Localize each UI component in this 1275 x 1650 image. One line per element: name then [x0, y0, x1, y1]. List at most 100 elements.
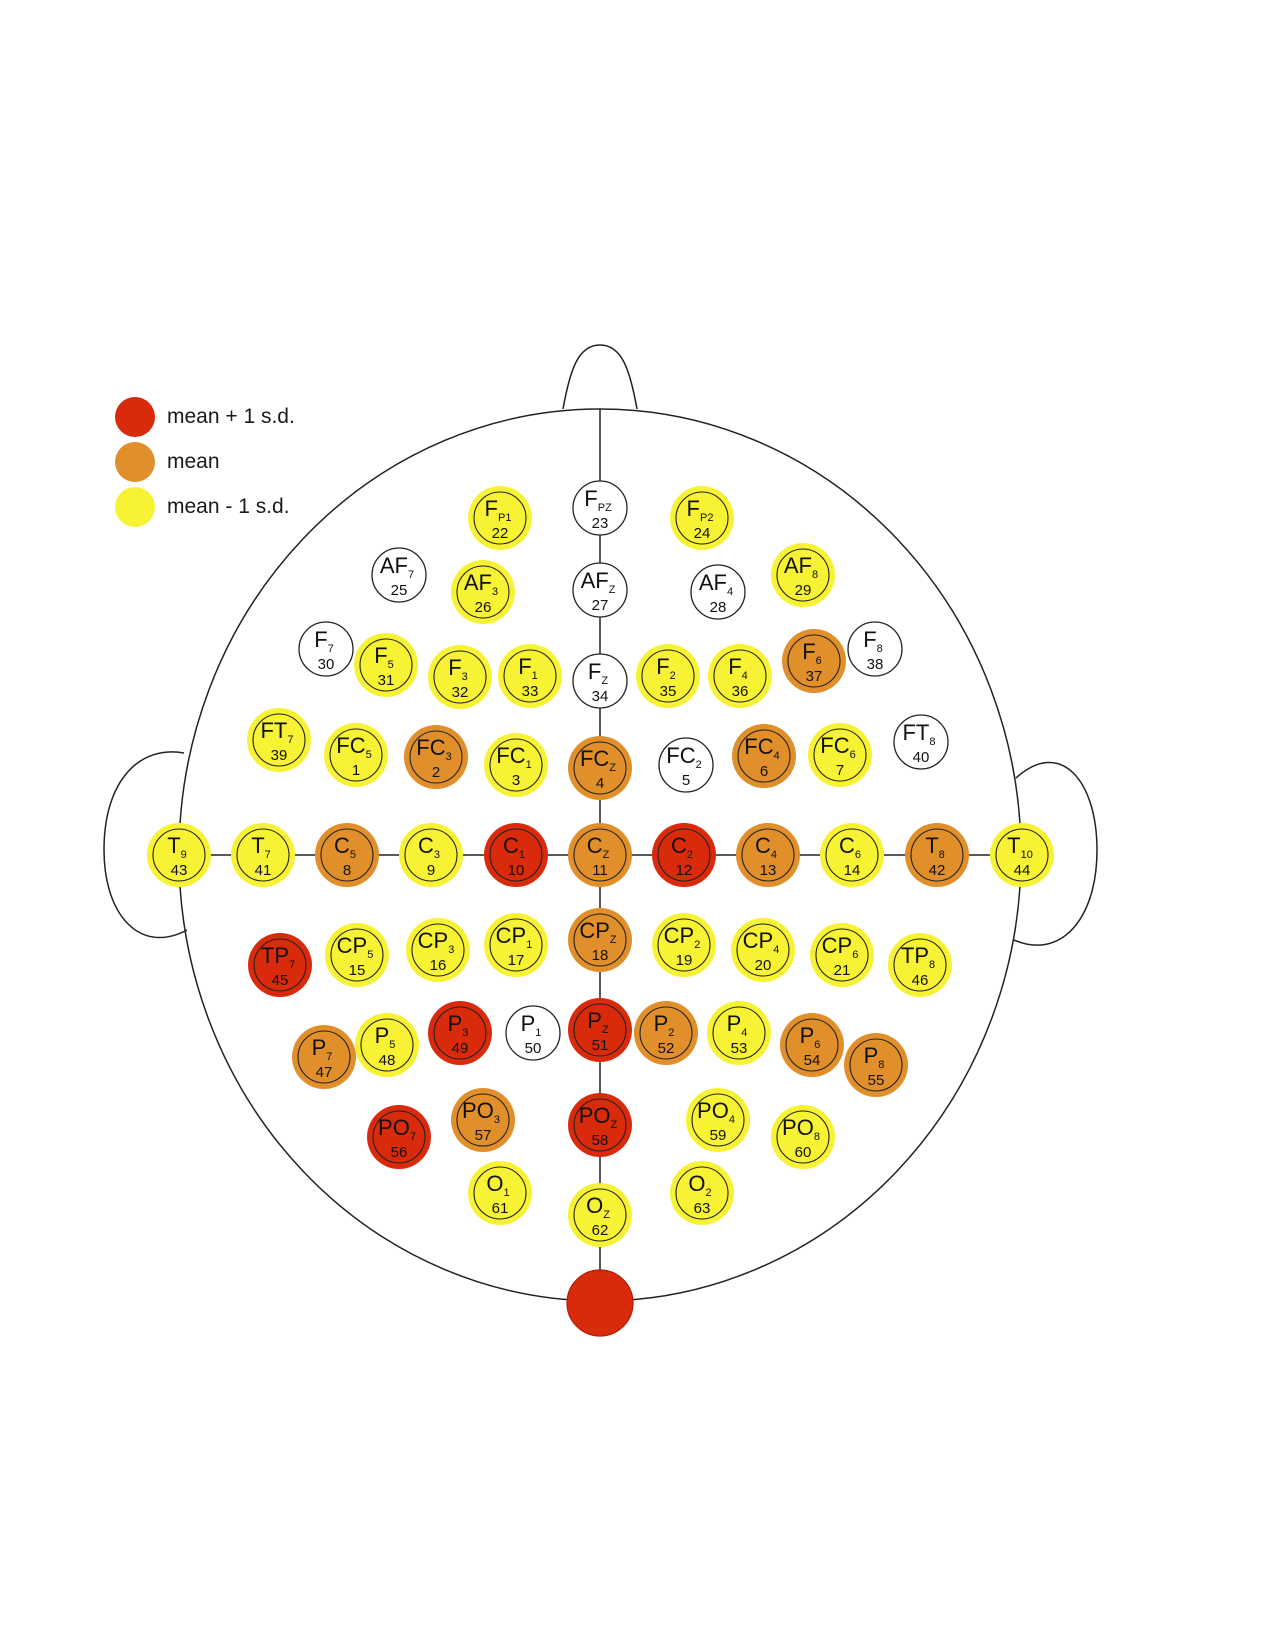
electrode-number: 23: [592, 515, 609, 532]
electrode-label-base: F: [728, 654, 741, 679]
electrode-label: CP2: [664, 923, 701, 951]
electrode-label-base: FT: [260, 718, 287, 743]
electrode-disc: [468, 486, 532, 550]
legend-item-mean: mean: [115, 439, 295, 484]
electrode-label: P4: [727, 1011, 748, 1039]
electrode-disc: [568, 736, 632, 800]
electrode-label-subscript: 7: [326, 1051, 332, 1063]
electrode-label-base: F: [687, 496, 700, 521]
electrode-label-base: P: [375, 1023, 390, 1048]
electrode-label: CP5: [337, 933, 374, 961]
electrode-disc: [247, 708, 311, 772]
electrode-label-base: P: [654, 1011, 669, 1036]
electrode-label-subscript: Z: [601, 675, 608, 687]
electrode-label: T7: [251, 833, 271, 861]
electrode-number: 56: [391, 1144, 408, 1161]
electrode-number: 48: [379, 1052, 396, 1069]
electrode-label: F8: [863, 627, 883, 655]
electrode-disc: [498, 644, 562, 708]
electrode-label-subscript: 10: [1021, 849, 1033, 861]
electrode-disc: [708, 644, 772, 708]
electrode-label: POZ: [579, 1103, 618, 1131]
electrode-label-base: AF: [581, 568, 609, 593]
electrode-label: CP6: [822, 933, 859, 961]
electrode-disc: [568, 908, 632, 972]
electrode-disc: [484, 733, 548, 797]
electrode-label-base: T: [925, 833, 938, 858]
electrode-disc: [844, 1033, 908, 1097]
electrode-label-base: FC: [820, 733, 849, 758]
electrode-number: 4: [596, 775, 604, 792]
electrode-label-subscript: 2: [706, 1187, 712, 1199]
electrode-number: 3: [512, 772, 520, 789]
electrode-label-base: P: [587, 1008, 602, 1033]
electrode-disc: [451, 1088, 515, 1152]
electrode-label-base: FC: [580, 746, 609, 771]
electrode-disc: [572, 653, 628, 709]
electrode-label-base: P: [448, 1011, 463, 1036]
electrode-label-subscript: 8: [814, 1131, 820, 1143]
electrode-disc: [371, 547, 427, 603]
electrode-ring: [741, 828, 795, 882]
electrode-label-subscript: 6: [855, 849, 861, 861]
electrode-label-subscript: 9: [181, 849, 187, 861]
electrode-disc: [780, 1013, 844, 1077]
electrode-label-base: F: [588, 659, 601, 684]
electrode-disc: [732, 724, 796, 788]
electrode-label-base: FC: [744, 734, 773, 759]
electrode-number: 46: [912, 972, 929, 989]
electrode-label-base: T: [167, 833, 180, 858]
electrode-number: 16: [430, 957, 447, 974]
electrode-label: C1: [503, 833, 525, 861]
electrode-number: 10: [508, 862, 525, 879]
electrode-disc: [686, 1088, 750, 1152]
electrode-label-base: C: [503, 833, 519, 858]
electrode-label-base: P: [800, 1023, 815, 1048]
electrode-disc: [324, 723, 388, 787]
electrode-label-subscript: P2: [700, 512, 713, 524]
electrode-disc: [315, 823, 379, 887]
electrode-number: 57: [475, 1127, 492, 1144]
electrode-ring: [372, 1110, 426, 1164]
electrode-number: 32: [452, 684, 469, 701]
electrode-disc: [568, 823, 632, 887]
electrode-label-subscript: 6: [816, 655, 822, 667]
electrode-label: P6: [800, 1023, 821, 1051]
electrode-label-subscript: 7: [328, 643, 334, 655]
electrode-label: O2: [688, 1171, 711, 1199]
electrode-label-subscript: 4: [773, 944, 779, 956]
electrode-label-subscript: 4: [774, 750, 780, 762]
electrode-number: 11: [592, 862, 608, 879]
electrode-number: 45: [272, 972, 289, 989]
electrode-label: F2: [656, 654, 676, 682]
electrode-label-subscript: Z: [602, 1024, 609, 1036]
electrode-label-subscript: 3: [434, 849, 440, 861]
electrode-label-base: CP: [337, 933, 368, 958]
electrode-ring: [489, 918, 543, 972]
electrode-label-base: CP: [579, 918, 610, 943]
electrode-disc: [634, 1001, 698, 1065]
electrode-ring: [329, 728, 383, 782]
electrode-label-base: FC: [416, 735, 445, 760]
electrode-ring: [433, 1006, 487, 1060]
electrode-number: 35: [660, 683, 677, 700]
electrode-number: 58: [592, 1132, 609, 1149]
electrode-ring: [297, 1030, 351, 1084]
electrode-number: 30: [318, 656, 335, 673]
electrode-label-base: F: [518, 654, 531, 679]
electrode-label: PO7: [378, 1115, 416, 1143]
electrode-label-base: CP: [664, 923, 695, 948]
electrode-ring: [236, 828, 290, 882]
